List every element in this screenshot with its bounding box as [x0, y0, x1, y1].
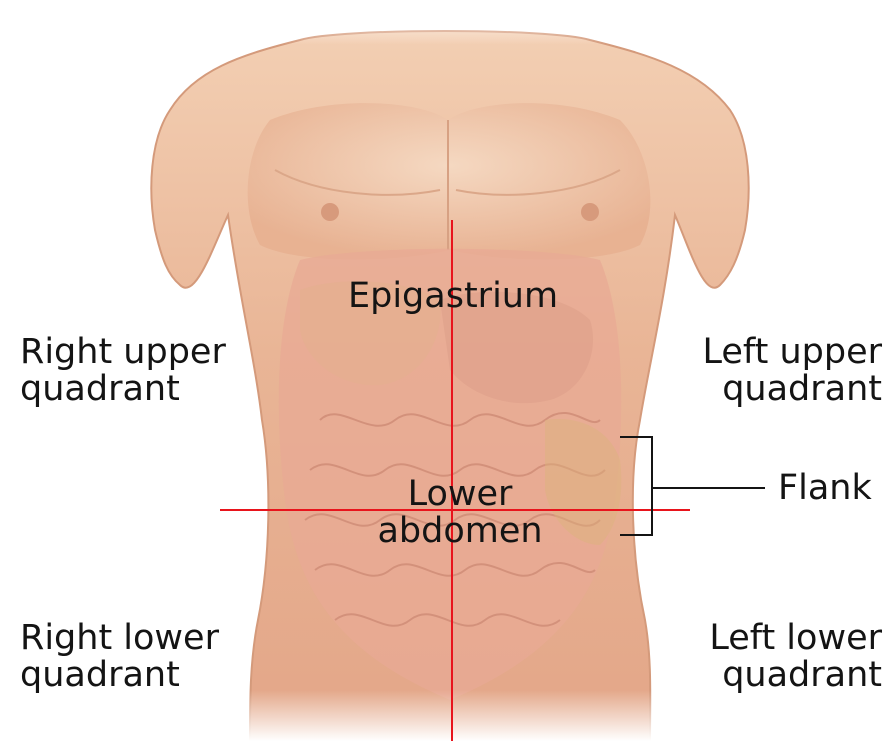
label-right-upper-line1: Right upper — [20, 334, 226, 371]
chest-muscles — [248, 103, 651, 259]
label-lower-abdomen-line2: abdomen — [365, 513, 555, 550]
label-left-lower-line2: quadrant — [709, 657, 882, 694]
label-right-upper-quadrant: Right upper quadrant — [20, 334, 226, 408]
left-nipple — [581, 203, 599, 221]
label-right-lower-quadrant: Right lower quadrant — [20, 620, 219, 694]
label-left-upper-line1: Left upper — [702, 334, 882, 371]
label-right-lower-line2: quadrant — [20, 657, 219, 694]
label-epigastrium: Epigastrium — [348, 278, 558, 315]
label-lower-abdomen: Lower abdomen — [365, 476, 555, 550]
label-right-upper-line2: quadrant — [20, 371, 226, 408]
label-left-upper-line2: quadrant — [702, 371, 882, 408]
label-left-lower-quadrant: Left lower quadrant — [709, 620, 882, 694]
label-left-lower-line1: Left lower — [709, 620, 882, 657]
label-lower-abdomen-line1: Lower — [365, 476, 555, 513]
label-flank: Flank — [778, 470, 872, 507]
label-right-lower-line1: Right lower — [20, 620, 219, 657]
right-nipple — [321, 203, 339, 221]
label-left-upper-quadrant: Left upper quadrant — [702, 334, 882, 408]
